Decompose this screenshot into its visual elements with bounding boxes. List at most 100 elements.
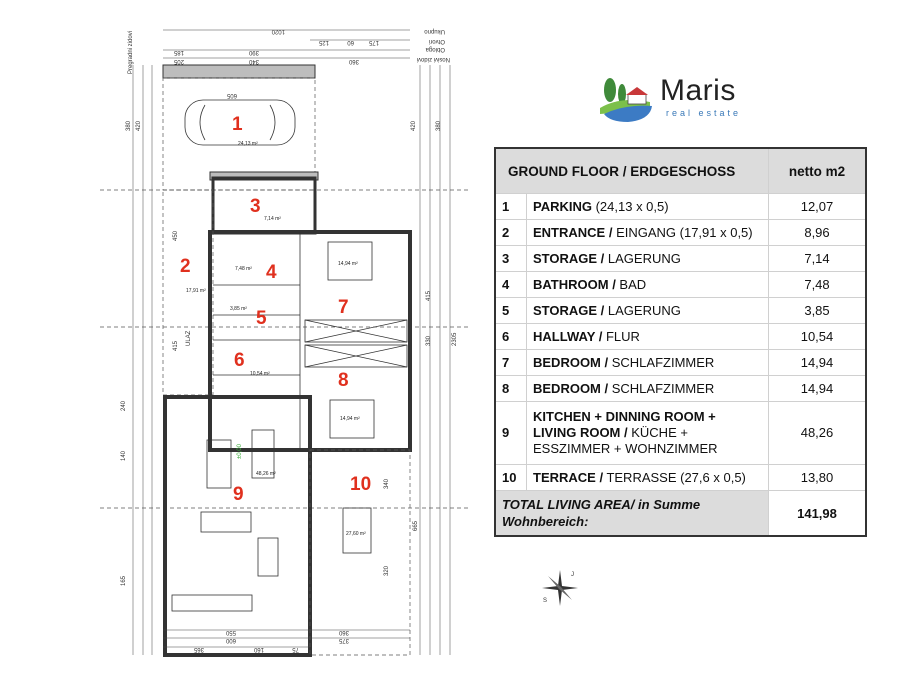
svg-text:J: J — [571, 572, 574, 578]
room-name-de: (24,13 x 0,5) — [591, 199, 669, 214]
svg-text:Ukupno: Ukupno — [424, 28, 445, 34]
svg-text:185: 185 — [173, 49, 184, 55]
room-name-en: ENTRANCE / — [533, 225, 613, 240]
svg-text:340: 340 — [248, 58, 259, 64]
room-number: 6 — [494, 323, 527, 350]
room-name-de: LAGERUNG — [604, 303, 681, 318]
room-area: 14,94 — [768, 375, 867, 402]
svg-text:140: 140 — [121, 450, 127, 461]
room-number: 1 — [494, 193, 527, 220]
room-name-en: BEDROOM / — [533, 355, 609, 370]
terrace-table — [342, 507, 372, 554]
svg-text:415: 415 — [173, 340, 179, 351]
svg-text:390: 390 — [248, 49, 259, 55]
bed-icon — [327, 241, 373, 281]
room-name-en: BATHROOM / — [533, 277, 616, 292]
room-number: 10 — [494, 464, 527, 491]
svg-text:10: 10 — [350, 474, 371, 495]
room-area: 12,07 — [768, 193, 867, 220]
logo-wordmark: Maris — [660, 74, 736, 107]
svg-text:75: 75 — [292, 646, 299, 652]
room-description: TERRACE / TERRASSE (27,6 x 0,5) — [526, 464, 769, 491]
armchair-icon — [257, 537, 279, 577]
room-name-de: FLUR — [602, 329, 640, 344]
maris-logo: Maris real estate — [600, 70, 750, 125]
svg-text:14,94 m²: 14,94 m² — [338, 261, 358, 267]
svg-text:600: 600 — [225, 637, 236, 643]
value-header: netto m2 — [768, 147, 867, 194]
room-number: 4 — [494, 271, 527, 298]
compass-icon: S J — [542, 570, 578, 606]
parking-area — [162, 77, 316, 191]
total-value: 141,98 — [768, 490, 867, 537]
svg-text:605: 605 — [226, 92, 237, 98]
svg-text:375: 375 — [338, 637, 349, 643]
room-description: HALLWAY / FLUR — [526, 323, 769, 350]
svg-text:550: 550 — [225, 629, 236, 635]
room-name-de: KÜCHE + ESSZIMMER + WOHNZIMMER — [533, 425, 718, 456]
svg-text:365: 365 — [193, 646, 204, 652]
svg-text:7: 7 — [338, 297, 349, 318]
room-area: 48,26 — [768, 401, 867, 465]
room-name-de: TERRASSE (27,6 x 0,5) — [603, 470, 746, 485]
svg-text:Otvori: Otvori — [429, 38, 445, 44]
room-name-en: STORAGE / — [533, 303, 605, 318]
room-area: 3,85 — [768, 297, 867, 324]
svg-text:320: 320 — [384, 565, 390, 576]
room-description: BEDROOM / SCHLAFZIMMER — [526, 375, 769, 402]
room-description: STORAGE / LAGERUNG — [526, 297, 769, 324]
room-name-de: LAGERUNG — [604, 251, 681, 266]
room-area: 14,94 — [768, 349, 867, 376]
svg-text:9: 9 — [233, 484, 244, 505]
svg-text:380: 380 — [436, 120, 442, 131]
svg-text:60: 60 — [347, 39, 354, 45]
room-area: 7,14 — [768, 245, 867, 272]
svg-text:24,13 m²: 24,13 m² — [238, 141, 258, 147]
room-description: KITCHEN + DINNING ROOM + LIVING ROOM / K… — [526, 401, 769, 465]
svg-text:48,26 m²: 48,26 m² — [256, 471, 276, 477]
room-name-en: PARKING — [533, 199, 592, 214]
svg-text:1020: 1020 — [271, 28, 285, 34]
svg-text:240: 240 — [121, 400, 127, 411]
room-area: 8,96 — [768, 219, 867, 246]
svg-text:7,14 m²: 7,14 m² — [264, 216, 281, 222]
svg-text:14,94 m²: 14,94 m² — [340, 416, 360, 422]
svg-text:2305: 2305 — [452, 332, 458, 346]
car-icon — [184, 99, 296, 146]
dimension-chain-bottom: 550 360 600 375 365 160 75 — [163, 629, 410, 652]
svg-text:3,85 m²: 3,85 m² — [230, 306, 247, 312]
svg-text:5: 5 — [256, 308, 267, 329]
svg-text:7,48 m²: 7,48 m² — [235, 266, 252, 272]
dining-table — [251, 429, 275, 479]
room-name-en: HALLWAY / — [533, 329, 603, 344]
svg-text:420: 420 — [411, 120, 417, 131]
room-description: BEDROOM / SCHLAFZIMMER — [526, 349, 769, 376]
svg-text:160: 160 — [253, 646, 264, 652]
svg-text:S: S — [543, 598, 547, 604]
svg-text:360: 360 — [348, 58, 359, 64]
total-row: TOTAL LIVING AREA/ in Summe Wohnbereich:… — [494, 490, 867, 537]
svg-text:380: 380 — [126, 120, 132, 131]
svg-text:330: 330 — [426, 335, 432, 346]
room-number: 8 — [494, 375, 527, 402]
svg-text:27,60 m²: 27,60 m² — [346, 531, 366, 537]
room-number: 2 — [494, 219, 527, 246]
svg-text:17,91 m²: 17,91 m² — [186, 288, 206, 294]
svg-text:450: 450 — [173, 230, 179, 241]
kitchen-island — [206, 439, 232, 489]
room-name-de: BAD — [615, 277, 647, 292]
floor-plan: 1020 205 340 360 185 390 125 60 175 605 … — [100, 28, 470, 657]
dimension-chain-top: 1020 205 340 360 185 390 125 60 175 605 … — [128, 28, 450, 98]
terrace-area — [309, 449, 411, 656]
house-wall-living — [163, 395, 312, 657]
bed-icon — [329, 399, 375, 439]
svg-text:415: 415 — [426, 290, 432, 301]
svg-text:6: 6 — [234, 350, 245, 371]
table-row: 1 PARKING (24,13 x 0,5) 12,07 — [494, 193, 867, 220]
